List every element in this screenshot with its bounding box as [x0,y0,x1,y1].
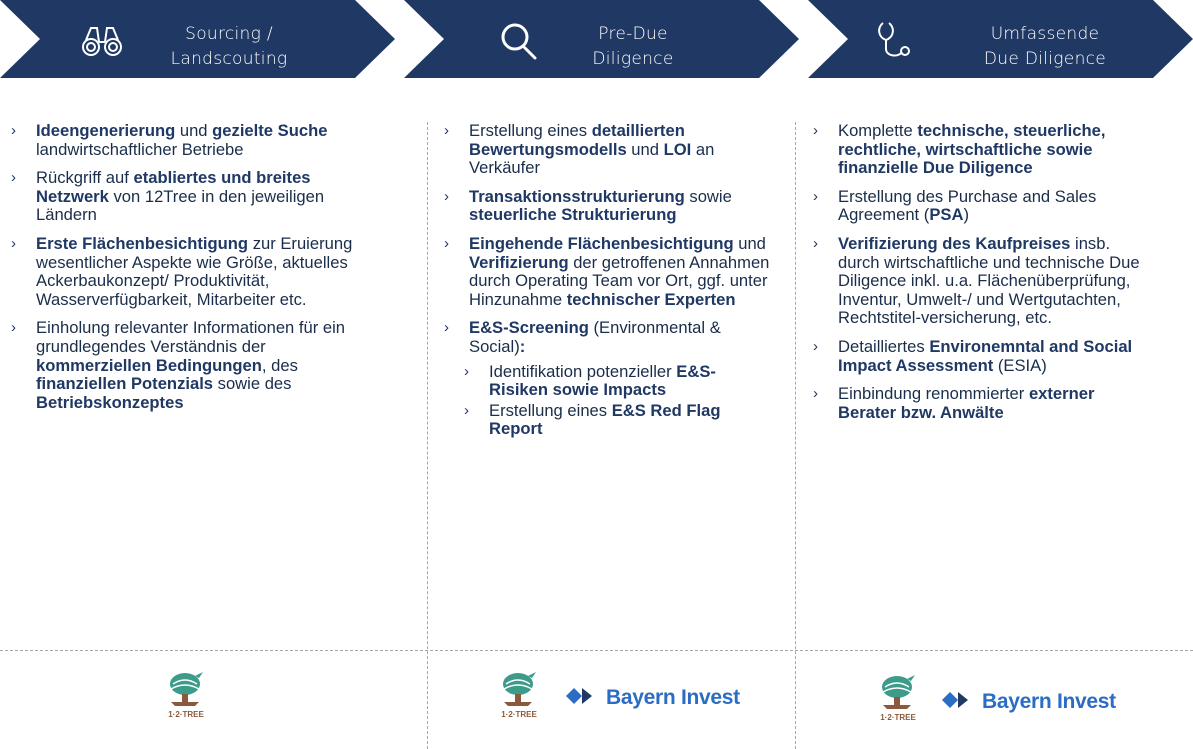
list-item: Erste Flächenbesichtigung zur Eruierung … [10,234,360,309]
step-header-sourcing: Sourcing / Landscouting [0,0,395,78]
step-header-pre-due-diligence: Pre-Due Diligence [404,0,799,78]
12tree-logo: 1·2·TREE [501,672,537,719]
column-full-due-diligence: Komplette technische, steuerliche, recht… [812,121,1152,432]
column-divider [427,122,428,749]
list-item: Erstellung eines detaillierten Bewertung… [443,121,773,178]
svg-text:1·2·TREE: 1·2·TREE [880,713,916,722]
column-sourcing: Ideengenerierung und gezielte Suche land… [10,121,360,422]
bullet-list: Ideengenerierung und gezielte Suche land… [10,121,360,412]
list-item: Rückgriff auf etabliertes und breites Ne… [10,168,360,225]
sub-list-item: Identifikation potenzieller E&S-Risiken … [443,362,773,400]
bayerninvest-logo: Bayern Invest [940,688,1120,718]
list-item: Ideengenerierung und gezielte Suche land… [10,121,360,159]
12tree-logo: 1·2·TREE [168,672,204,719]
list-item: Transaktionsstrukturierung sowie steuerl… [443,187,773,225]
step-title-line1: Sourcing / [185,24,273,44]
step-title-line2: Landscouting [170,49,288,69]
list-item: Einholung relevanter Informationen für e… [10,319,360,412]
list-item: Erstellung des Purchase and Sales Agreem… [812,187,1152,225]
bayerninvest-logo: Bayern Invest [564,684,744,714]
chevron-shape [0,0,395,78]
bayerninvest-wordmark: Bayern Invest [606,686,740,709]
step-title-line1: Umfassende [990,24,1100,44]
step-title: Umfassende Due Diligence [960,22,1130,72]
step-title-line1: Pre-Due [598,24,668,44]
step-title-line2: Diligence [592,49,674,69]
list-item: Detailliertes Environemntal and Social I… [812,337,1152,375]
row-divider [0,650,1193,651]
step-title-line2: Due Diligence [983,49,1107,69]
list-item: Einbindung renommierter externer Berater… [812,384,1152,422]
list-item: Eingehende Flächenbesichtigung und Verif… [443,234,773,309]
12tree-logo: 1·2·TREE [880,675,916,722]
magnifier-icon [501,23,537,60]
sub-list-item: Erstellung eines E&S Red Flag Report [443,401,773,439]
chevron-shape [808,0,1193,78]
stethoscope-icon [878,22,910,57]
bullet-list: Komplette technische, steuerliche, recht… [812,121,1152,422]
bayerninvest-diamond-icon [566,688,592,704]
column-pre-due-diligence: Erstellung eines detaillierten Bewertung… [443,121,773,445]
column-divider [795,122,796,749]
bayerninvest-wordmark: Bayern Invest [982,690,1116,713]
bullet-list: Erstellung eines detaillierten Bewertung… [443,121,773,439]
svg-text:1·2·TREE: 1·2·TREE [168,710,204,719]
step-header-full-due-diligence: Umfassende Due Diligence [808,0,1193,78]
bayerninvest-diamond-icon [942,692,968,708]
binoculars-icon [82,27,122,56]
svg-text:1·2·TREE: 1·2·TREE [501,710,537,719]
chevron-shape [404,0,799,78]
list-item: Komplette technische, steuerliche, recht… [812,121,1152,178]
step-title: Sourcing / Landscouting [144,22,314,72]
list-item: E&S-Screening (Environmental & Social): [443,319,773,356]
list-item: Verifizierung des Kaufpreises insb. durc… [812,234,1152,328]
step-title: Pre-Due Diligence [548,22,718,72]
